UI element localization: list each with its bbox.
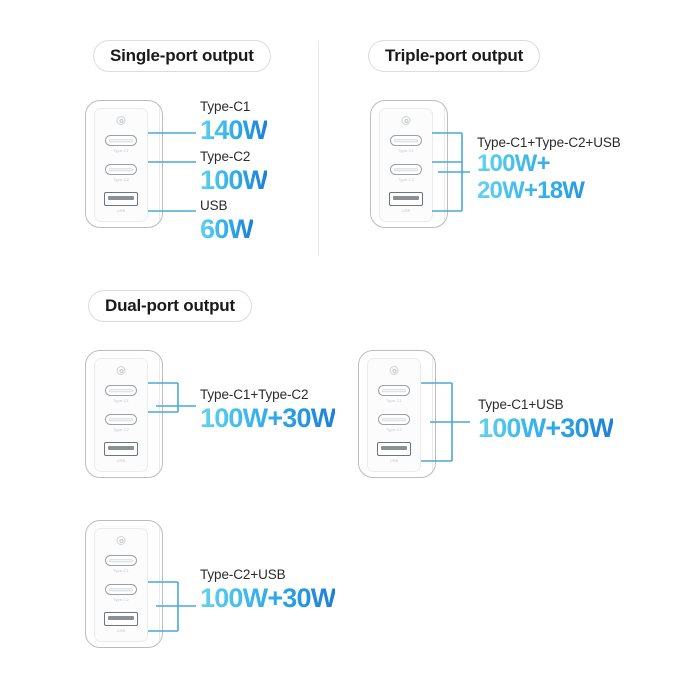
led-indicator-icon [116,536,126,545]
spec-group-triple-port: Type-C1+Type-C2+USB 100W+ 20W+18W [477,135,621,205]
port-label-type-c2: Type-C2 [398,177,414,182]
port-usb-a [104,612,138,626]
column-divider [318,41,319,256]
port-usb-a [377,442,411,456]
charger-device-dual-c1-c2: Type-C1 Type-C2 USB [85,350,163,478]
spec-group-type-c1: Type-C1 140W [200,99,268,145]
port-label-usb: USB [401,208,411,213]
charger-device-triple-port: Type-C1 Type-C2 USB [370,100,448,228]
spec-group-dual-c1-c2: Type-C1+Type-C2 100W+30W [200,387,336,433]
charger-face-panel: Type-C1 Type-C2 USB [94,108,148,222]
spec-group-usb: USB 60W [200,198,254,244]
port-type-c1 [390,135,422,146]
spec-name-type-c1: Type-C1 [200,99,251,114]
section-heading-triple-port: Triple-port output [368,40,541,72]
port-label-type-c2: Type-C2 [113,597,129,602]
led-indicator-icon [116,366,126,375]
port-label-usb: USB [116,458,126,463]
led-indicator-icon [389,366,399,375]
port-label-usb: USB [116,628,126,633]
port-type-c2 [105,584,137,595]
spec-watt-triple-port-line1: 100W+ [477,150,621,178]
spec-watt-triple-port-line2: 20W+18W [477,177,621,205]
port-label-usb: USB [116,208,126,213]
port-label-type-c2: Type-C2 [386,427,402,432]
charger-device-dual-c1-usb: Type-C1 Type-C2 USB [358,350,436,478]
port-label-type-c2: Type-C2 [113,177,129,182]
led-indicator-icon [116,116,126,125]
port-usb-a [104,442,138,456]
port-type-c2 [105,164,137,175]
led-indicator-icon [401,116,411,125]
port-usb-a [104,192,138,206]
spec-watt-dual-c2-usb: 100W+30W [200,582,336,613]
spec-name-dual-c1-c2: Type-C1+Type-C2 [200,387,309,402]
spec-watt-dual-c1-c2: 100W+30W [200,402,336,433]
spec-group-type-c2: Type-C2 100W [200,149,268,195]
spec-group-dual-c1-usb: Type-C1+USB 100W+30W [478,397,614,443]
section-heading-dual-port: Dual-port output [88,290,252,322]
port-type-c2 [390,164,422,175]
port-label-type-c1: Type-C1 [386,398,402,403]
port-type-c2 [105,414,137,425]
port-type-c1 [105,385,137,396]
section-heading-single-port: Single-port output [93,40,271,72]
port-label-type-c2: Type-C2 [113,427,129,432]
port-type-c1 [378,385,410,396]
spec-name-usb: USB [200,198,228,213]
spec-group-dual-c2-usb: Type-C2+USB 100W+30W [200,567,336,613]
port-label-type-c1: Type-C1 [113,148,129,153]
port-usb-a [389,192,423,206]
charger-face-panel: Type-C1 Type-C2 USB [367,358,421,472]
spec-name-type-c2: Type-C2 [200,149,251,164]
port-type-c1 [105,135,137,146]
spec-name-dual-c2-usb: Type-C2+USB [200,567,286,582]
spec-watt-type-c2: 100W [200,164,268,195]
spec-watt-dual-c1-usb: 100W+30W [478,412,614,443]
port-label-usb: USB [389,458,399,463]
port-label-type-c1: Type-C1 [113,568,129,573]
spec-watt-usb: 60W [200,213,254,244]
port-label-type-c1: Type-C1 [113,398,129,403]
charger-face-panel: Type-C1 Type-C2 USB [379,108,433,222]
port-type-c1 [105,555,137,566]
charger-face-panel: Type-C1 Type-C2 USB [94,528,148,642]
spec-watt-type-c1: 140W [200,114,268,145]
charger-device-single-port: Type-C1 Type-C2 USB [85,100,163,228]
charger-face-panel: Type-C1 Type-C2 USB [94,358,148,472]
port-type-c2 [378,414,410,425]
spec-name-dual-c1-usb: Type-C1+USB [478,397,564,412]
spec-name-triple-port: Type-C1+Type-C2+USB [477,135,621,150]
port-label-type-c1: Type-C1 [398,148,414,153]
charger-device-dual-c2-usb: Type-C1 Type-C2 USB [85,520,163,648]
